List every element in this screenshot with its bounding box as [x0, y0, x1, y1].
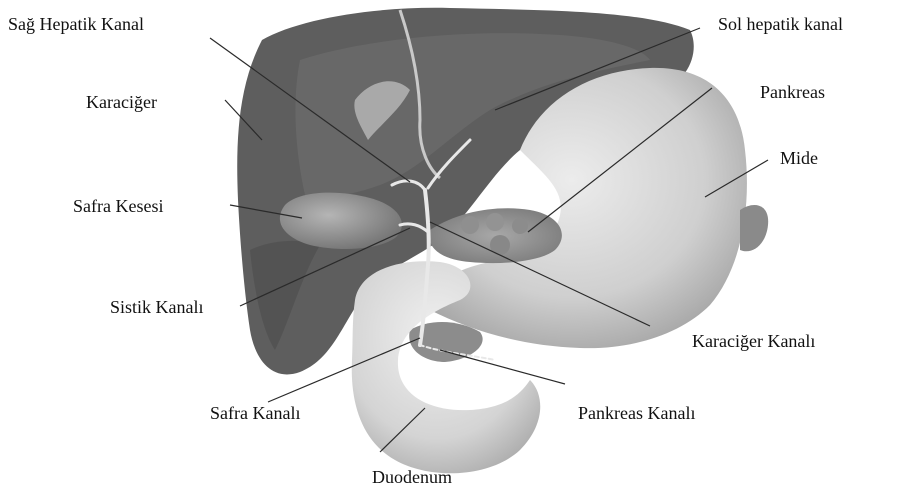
leader-pankreas-kanali	[440, 350, 565, 384]
label-sag-hepatik-kanal: Sağ Hepatik Kanal	[8, 14, 144, 34]
label-safra-kesesi: Safra Kesesi	[73, 196, 163, 216]
label-mide: Mide	[780, 148, 818, 168]
label-pankreas: Pankreas	[760, 82, 825, 102]
label-karaciger: Karaciğer	[86, 92, 157, 112]
label-karaciger-kanali: Karaciğer Kanalı	[692, 331, 815, 351]
label-safra-kanali: Safra Kanalı	[210, 403, 300, 423]
label-pankreas-kanali: Pankreas Kanalı	[578, 403, 695, 423]
label-sistik-kanali: Sistik Kanalı	[110, 297, 204, 317]
label-duodenum: Duodenum	[372, 467, 452, 487]
label-sol-hepatik-kanal: Sol hepatik kanal	[718, 14, 843, 34]
